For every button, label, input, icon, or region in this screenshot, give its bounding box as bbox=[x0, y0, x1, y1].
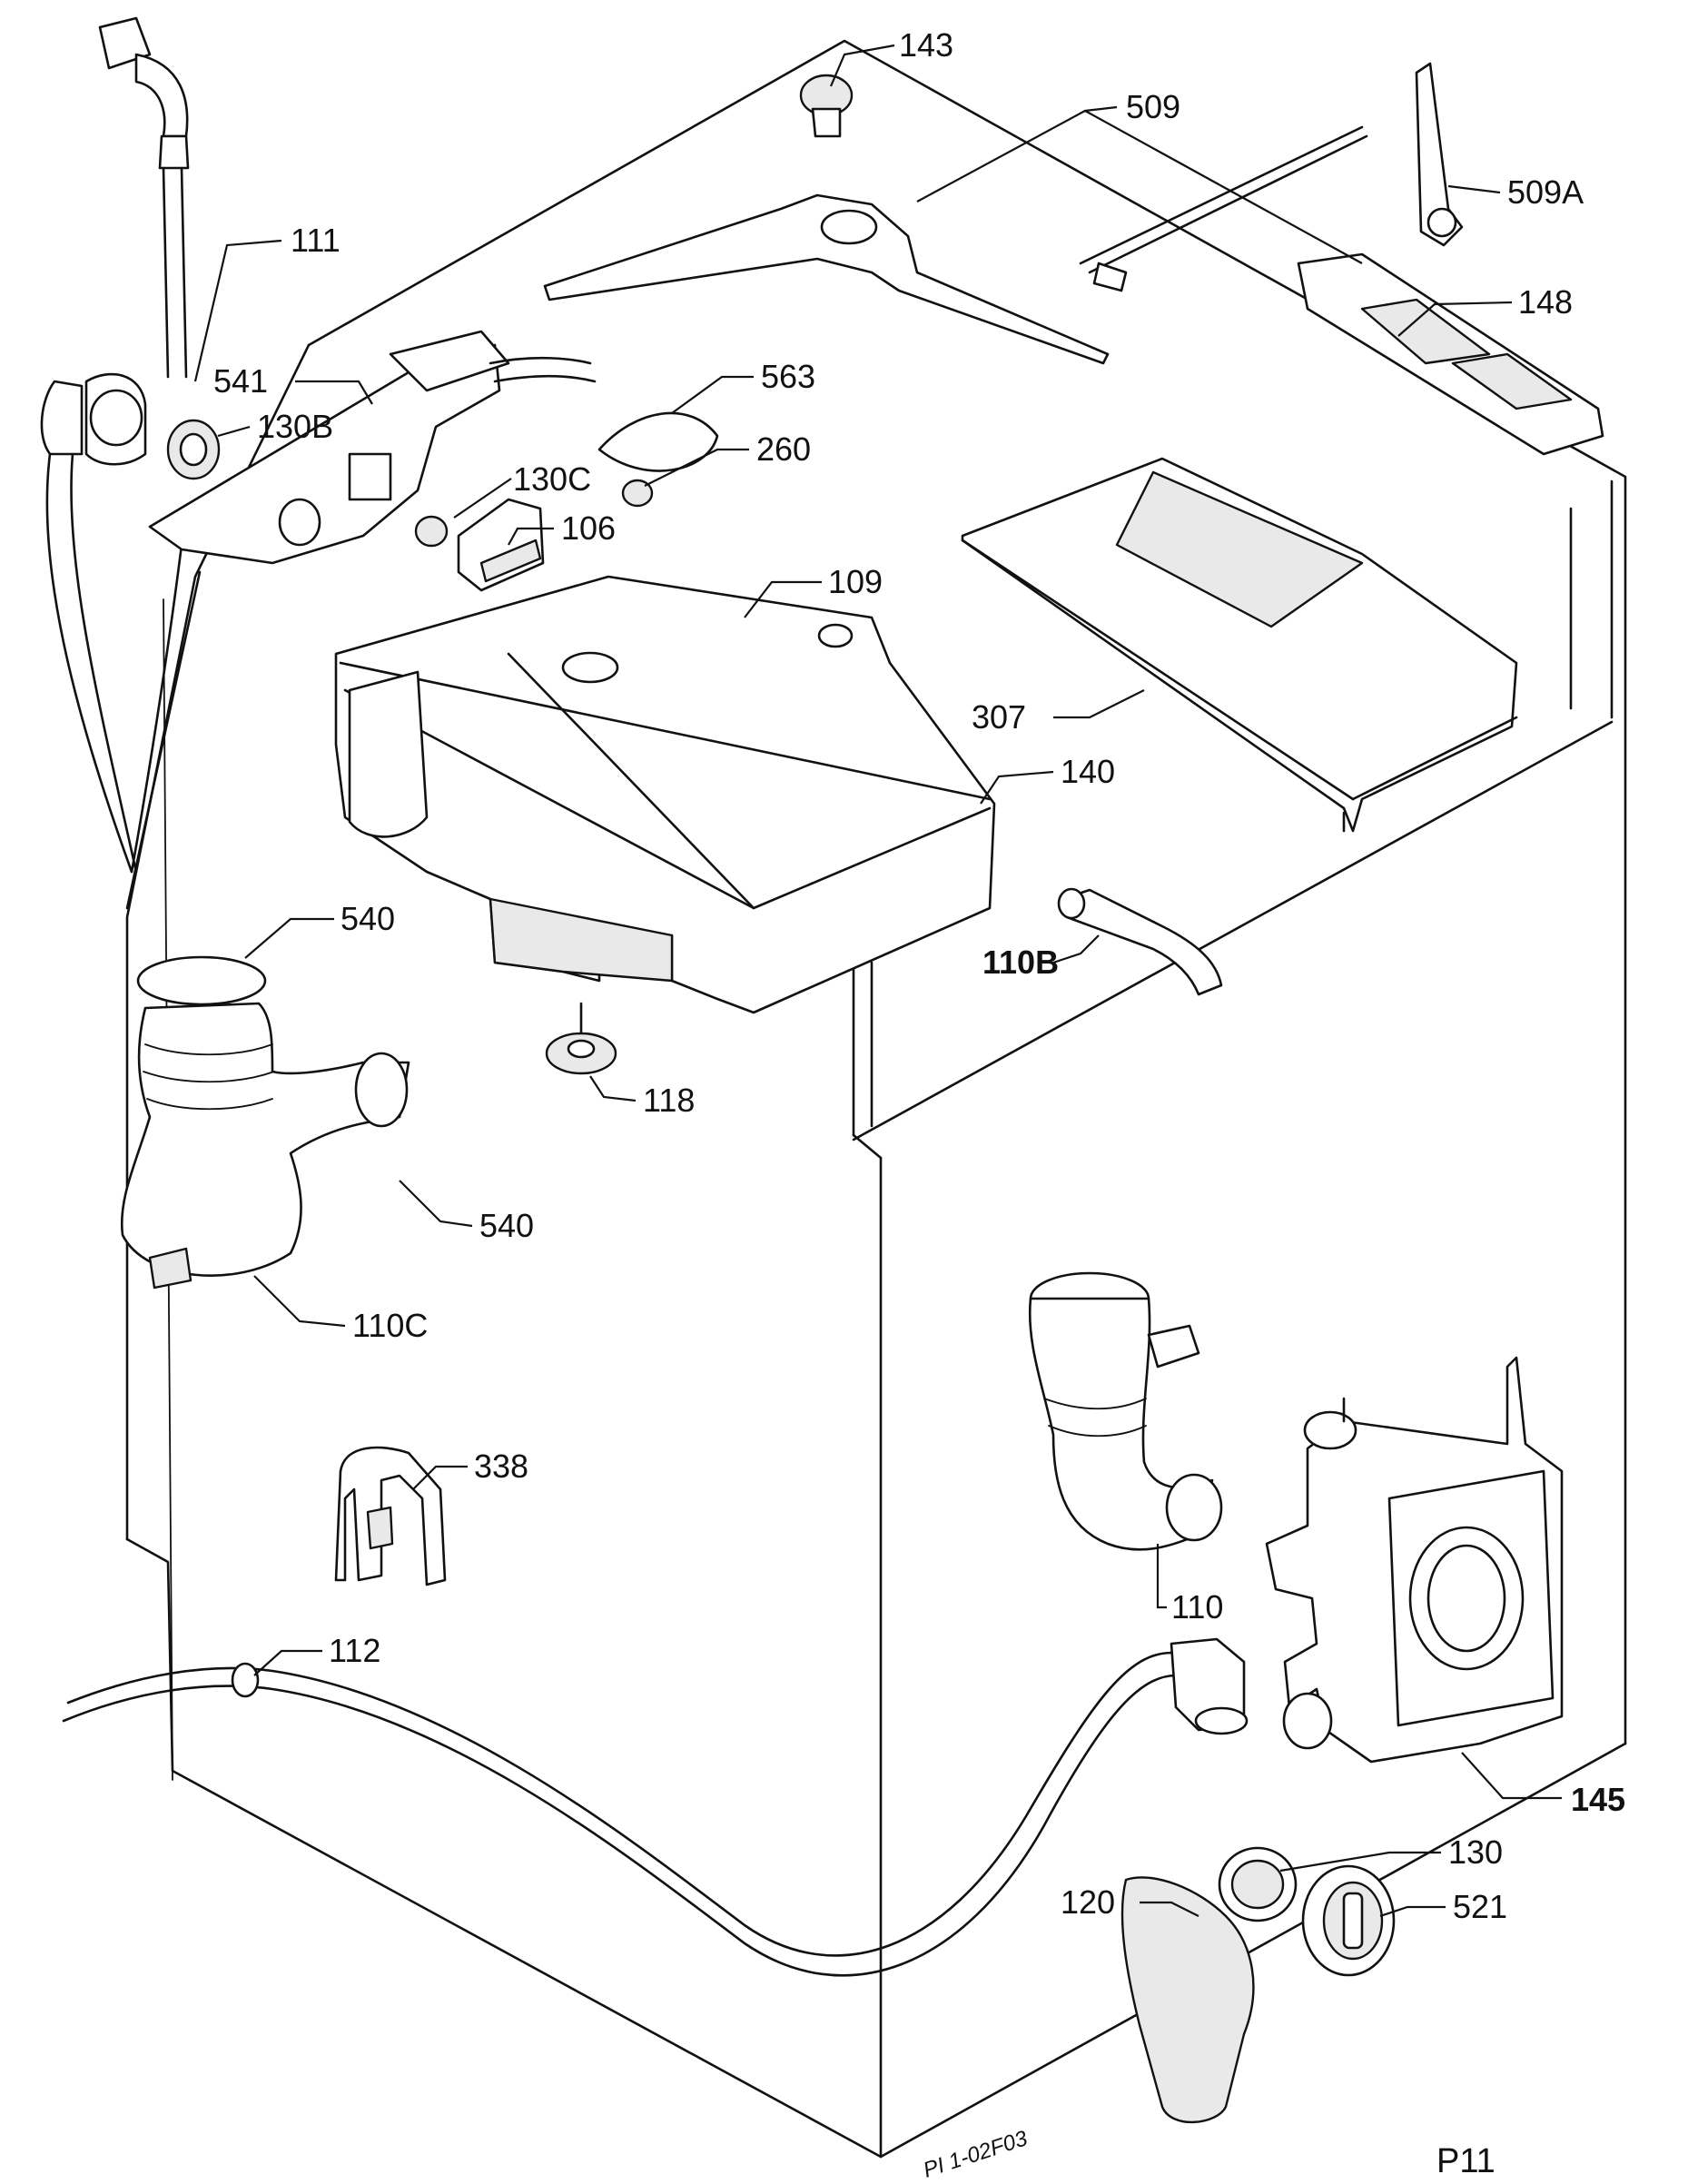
part-541-bracket bbox=[148, 330, 597, 565]
label-148: 148 bbox=[1518, 283, 1573, 321]
label-110: 110 bbox=[1171, 1588, 1223, 1626]
label-110b: 110B bbox=[982, 944, 1059, 981]
label-563: 563 bbox=[761, 358, 815, 395]
part-112-drain-hose bbox=[62, 1637, 1249, 1977]
label-130: 130 bbox=[1448, 1833, 1503, 1871]
label-112: 112 bbox=[329, 1632, 380, 1669]
label-307: 307 bbox=[972, 698, 1026, 736]
part-338-clip bbox=[334, 1446, 447, 1586]
part-130c-106-valve bbox=[414, 498, 545, 592]
part-109-dispenser-housing bbox=[334, 575, 996, 1014]
label-509a: 509A bbox=[1507, 173, 1584, 211]
leader-lines bbox=[193, 44, 1562, 1918]
label-540-top: 540 bbox=[341, 900, 395, 937]
part-118-nut bbox=[545, 1002, 617, 1075]
label-145: 145 bbox=[1571, 1781, 1625, 1818]
part-143-knob bbox=[799, 74, 854, 138]
label-509: 509 bbox=[1126, 88, 1180, 125]
label-540-bottom: 540 bbox=[479, 1207, 534, 1244]
part-145-pump bbox=[1265, 1356, 1564, 1764]
part-509a-small-lever bbox=[1415, 62, 1464, 247]
label-260: 260 bbox=[756, 430, 811, 468]
part-540-bellows bbox=[120, 955, 410, 1290]
label-106: 106 bbox=[561, 509, 616, 547]
part-inlet-hose-loop bbox=[40, 372, 183, 874]
part-148-handle bbox=[1297, 252, 1604, 456]
label-130c: 130C bbox=[513, 460, 591, 498]
label-110c: 110C bbox=[352, 1307, 428, 1344]
part-111-inlet-hose bbox=[98, 16, 190, 379]
label-130b: 130B bbox=[257, 408, 333, 445]
label-111: 111 bbox=[291, 222, 341, 259]
part-120-filter bbox=[1120, 1846, 1298, 2124]
part-130b-nut bbox=[166, 419, 221, 480]
part-307-drawer bbox=[961, 457, 1518, 833]
drawing-reference: PI 1-02F03 bbox=[921, 2126, 1032, 2179]
part-521-cap bbox=[1301, 1864, 1396, 1977]
label-118: 118 bbox=[643, 1082, 695, 1119]
label-521: 521 bbox=[1453, 1888, 1507, 1925]
part-110-pump-hose bbox=[1028, 1271, 1223, 1551]
part-110b-small-hose bbox=[1057, 887, 1223, 996]
label-140: 140 bbox=[1061, 753, 1115, 790]
page-code: P11 bbox=[1436, 2142, 1496, 2179]
label-143: 143 bbox=[899, 26, 953, 64]
label-109: 109 bbox=[828, 563, 883, 600]
label-338: 338 bbox=[474, 1448, 528, 1485]
part-labels: 143 509 509A 111 148 541 130B 563 260 13… bbox=[213, 26, 1625, 1925]
label-120: 120 bbox=[1061, 1883, 1115, 1921]
part-260-spring bbox=[621, 479, 654, 508]
part-509-lever bbox=[543, 125, 1368, 365]
label-541: 541 bbox=[213, 362, 268, 400]
part-563-cover bbox=[597, 411, 719, 472]
